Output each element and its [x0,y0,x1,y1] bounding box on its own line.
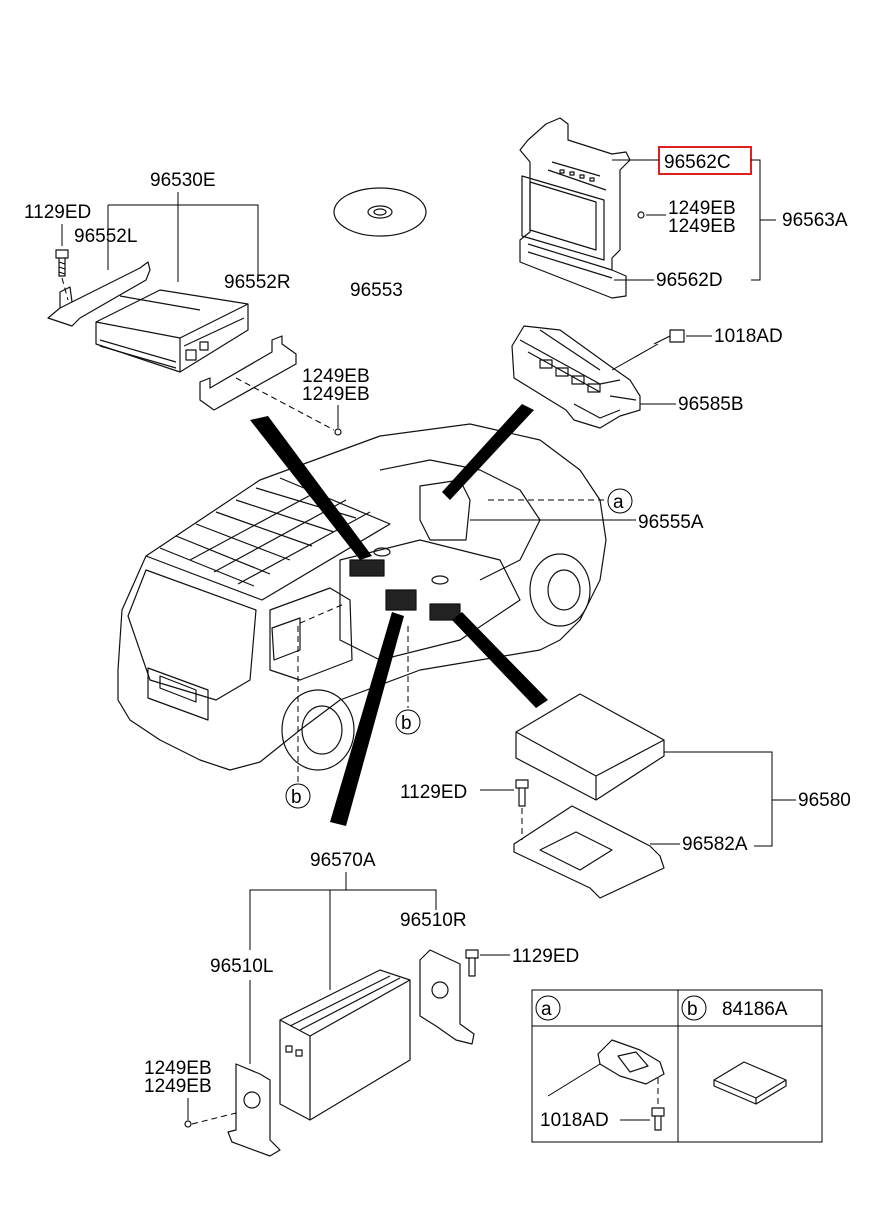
amplifier-assembly: 96530E 1129ED 96552L 96552R 1249EB 1249E… [24,170,370,436]
legend-table: a b 84186A 1018AD [531,989,823,1143]
label-96582A: 96582A [682,834,748,855]
label-1249EB-low-1: 1249EB [144,1058,212,1079]
label-96585B: 96585B [678,394,744,415]
label-96510L: 96510L [210,956,273,977]
vehicle-illustration [117,423,607,771]
vehicle-body [117,423,607,771]
license-plate [147,667,209,721]
label-1018AD-top: 1018AD [714,326,783,347]
control-panel-assembly: 1018AD 96585B [511,325,783,429]
cd-changer-assembly: 96570A 96510R 1129ED 96510L 1249EB 1249E… [144,850,579,1157]
head-unit-frame [519,117,631,299]
antenna-bracket [597,1039,665,1085]
label-96580: 96580 [798,790,851,811]
screw-icon [651,1107,665,1131]
module-bracket [513,805,665,899]
right-changer-bracket [419,949,475,1045]
legend-callout-b [681,995,707,1021]
label-96555A: 96555A [638,512,704,533]
pointer-to-cdchanger [330,612,404,826]
label-1129ED-top: 1129ED [24,202,91,223]
label-84186A: 84186A [722,999,788,1020]
label-1129ED-mid: 1129ED [400,782,467,803]
pointer-lines [250,404,548,826]
left-changer-bracket [227,1063,281,1157]
svg-text:a: a [613,492,624,513]
left-bracket [47,261,151,327]
amp-location [349,559,385,577]
pointer-to-module [452,612,548,708]
label-1249EB-right-2: 1249EB [668,216,736,237]
label-96552L: 96552L [74,226,137,247]
legend-callout-a [535,995,561,1021]
label-1129ED-low: 1129ED [512,946,579,967]
screw-icon [184,1120,192,1128]
pointer-to-headunit [442,404,534,500]
rear-wheel [281,689,355,771]
bolt-icon [515,779,529,807]
callout-a: a [488,488,633,514]
screw-icon [334,428,342,436]
svg-text:b: b [291,787,302,808]
pad-icon [713,1061,787,1105]
label-1018AD-legend: 1018AD [540,1110,609,1131]
front-wheel [529,553,591,627]
callout-b-center: b [395,626,421,735]
label-96552R: 96552R [224,272,291,293]
svg-text:b: b [687,999,698,1020]
cd-changer-box [279,969,411,1121]
screw-icon [637,211,645,219]
label-96530E: 96530E [150,170,216,191]
label-96563A: 96563A [782,210,848,231]
head-unit-assembly: 96562C 96563A 1249EB 1249EB 96562D [519,117,848,299]
disc-part: 96553 [333,187,427,301]
module-assembly: 96580 1129ED 96582A [400,693,851,899]
right-bracket [199,335,297,411]
disc-icon [333,187,427,237]
label-1249EB-upper-1: 1249EB [302,366,370,387]
svg-text:b: b [401,713,412,734]
module-box [515,693,665,801]
label-96510R: 96510R [400,910,467,931]
bolt-icon [55,249,69,277]
bolt-icon [465,949,479,977]
label-1249EB-low-2: 1249EB [144,1076,212,1097]
label-96570A: 96570A [310,850,376,871]
control-panel [511,325,641,429]
svg-text:a: a [541,999,552,1020]
pointer-to-amplifier [250,416,372,560]
label-1249EB-upper-2: 1249EB [302,384,370,405]
label-96553: 96553 [350,280,403,301]
label-1249EB-right-1: 1249EB [668,198,736,219]
label-96562D: 96562D [656,270,723,291]
screw-icon [653,329,685,345]
legend-border [531,989,823,1143]
callout-b-left: b [285,603,345,809]
cd-changer-location [385,589,417,611]
label-96562C: 96562C [664,152,731,173]
amplifier-box [95,289,249,373]
